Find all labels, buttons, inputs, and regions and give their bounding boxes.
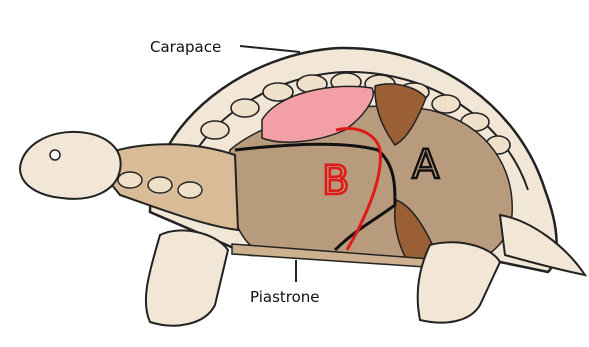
eye — [50, 150, 60, 160]
region-a-label: A — [412, 142, 440, 188]
region-b-label: B — [322, 158, 349, 204]
plastron-label: Piastrone — [250, 288, 320, 306]
carapace-label: Carapace — [150, 38, 221, 56]
